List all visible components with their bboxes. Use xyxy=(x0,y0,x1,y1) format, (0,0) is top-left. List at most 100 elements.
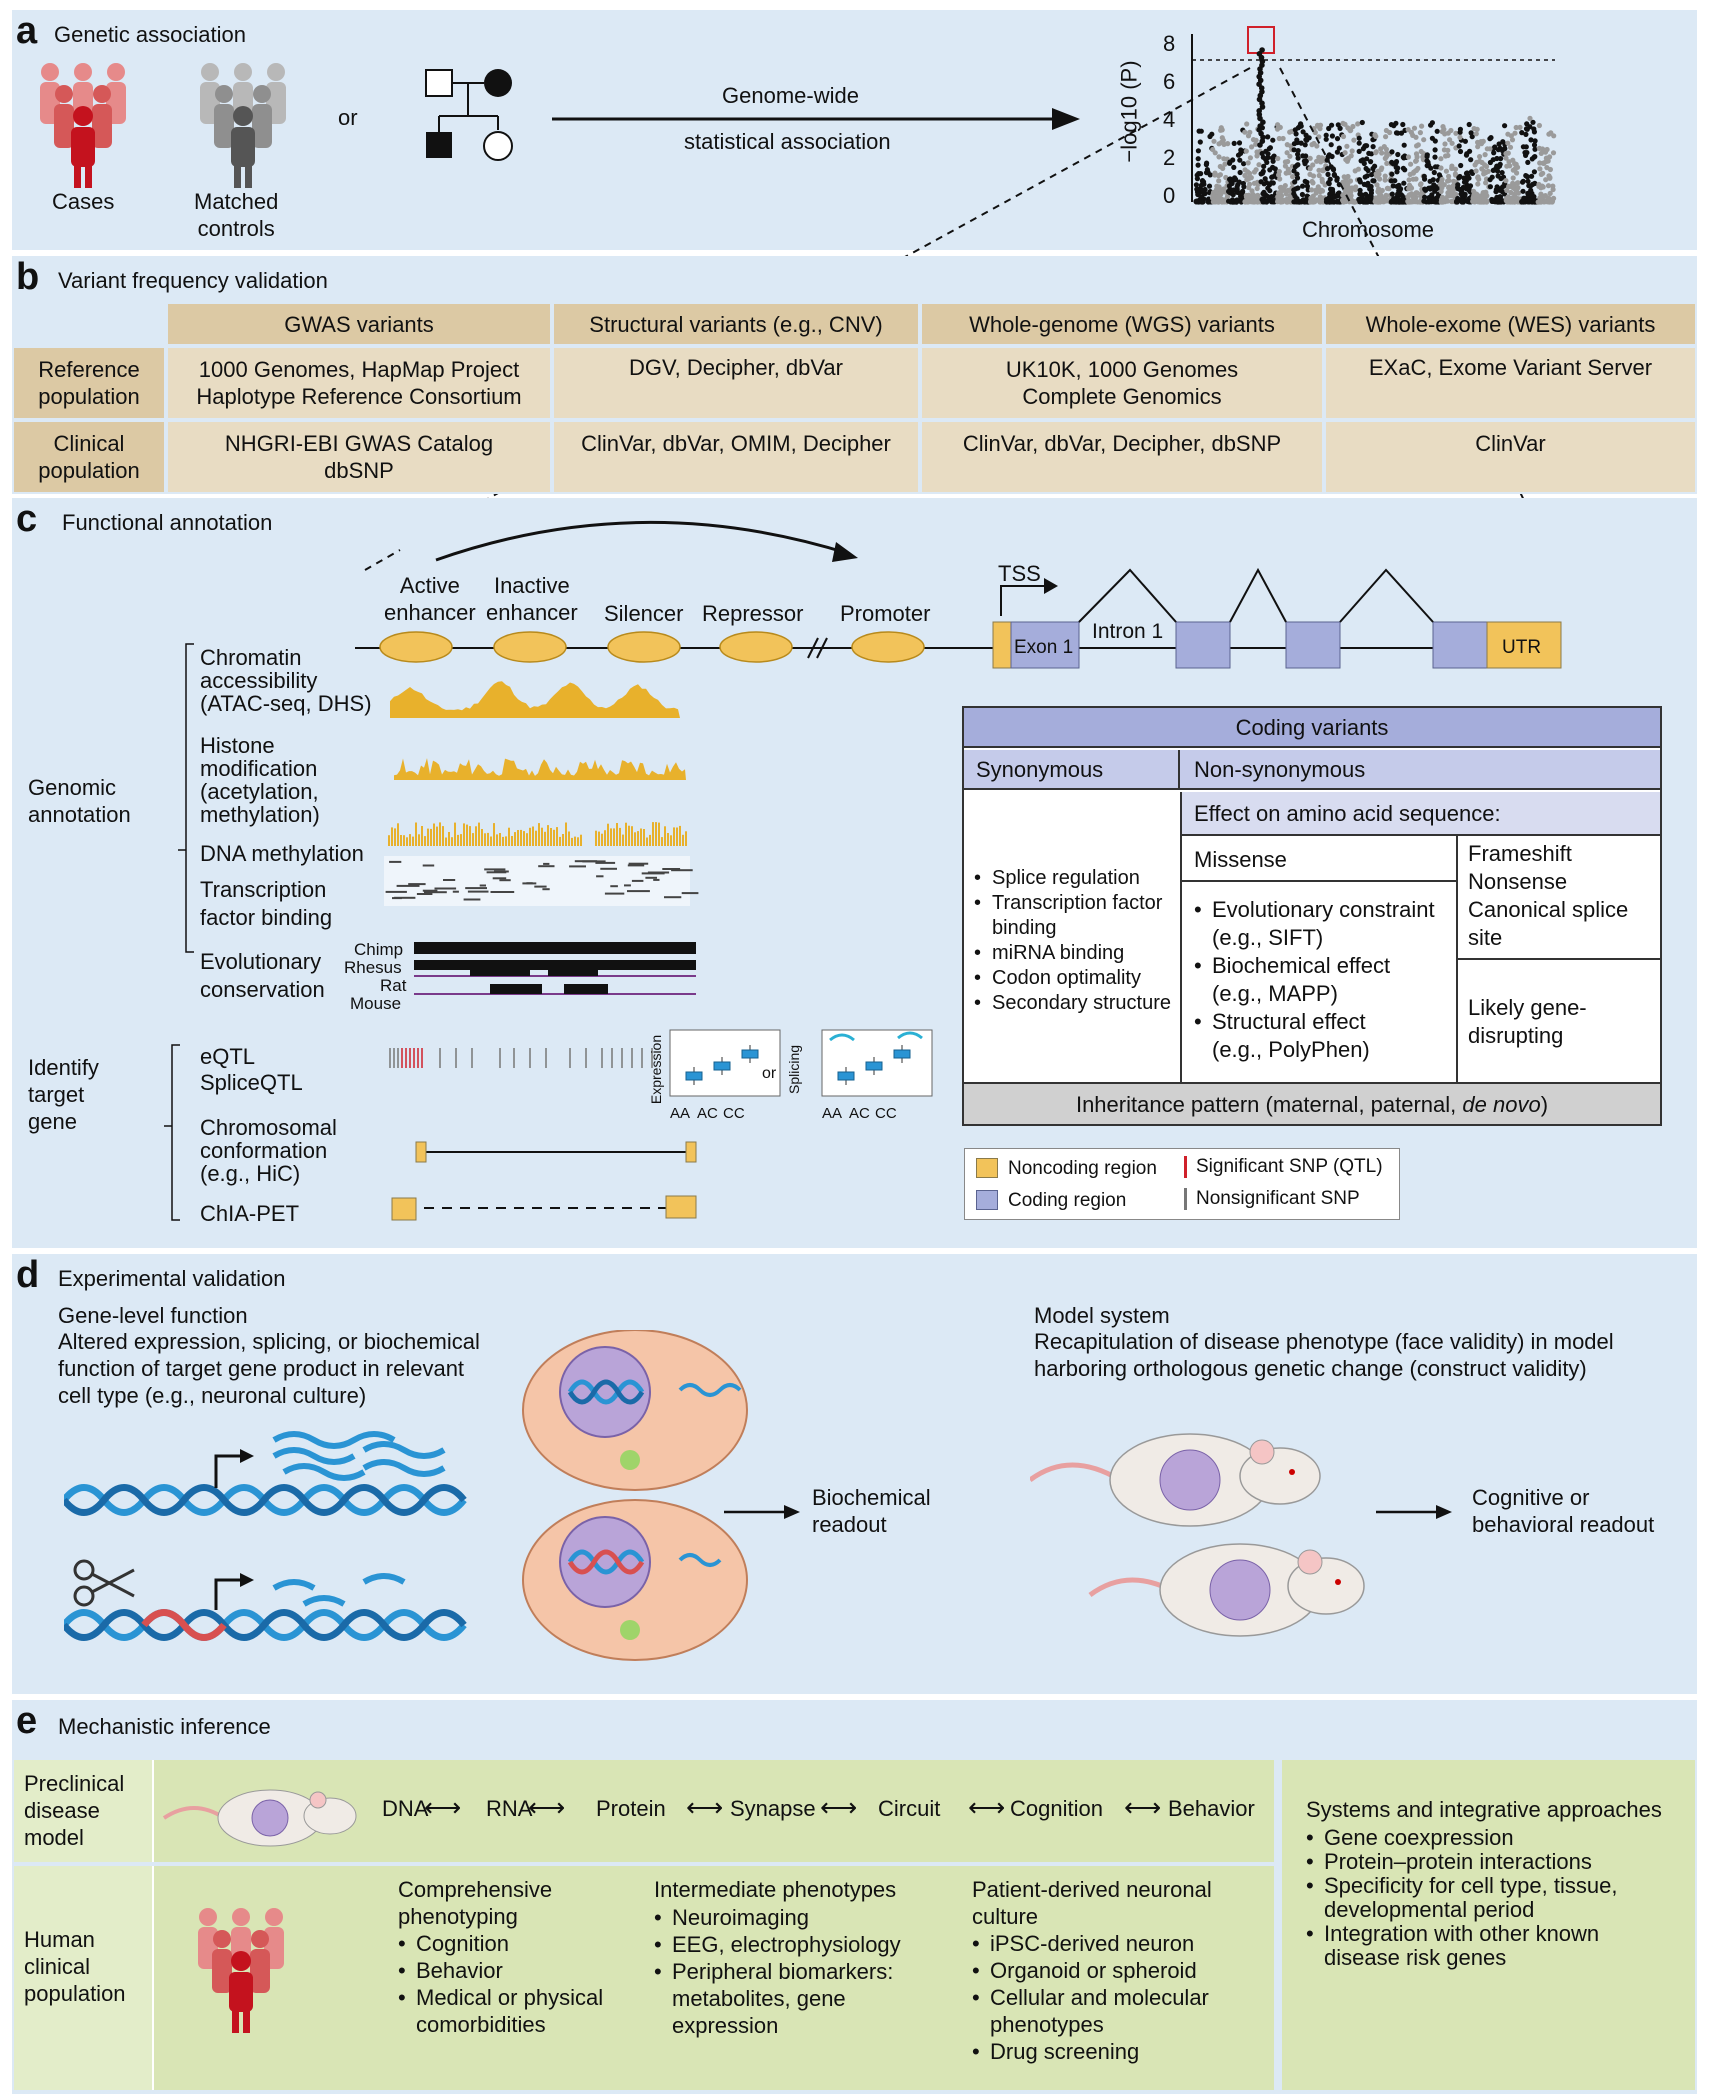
manhattan-point xyxy=(1487,146,1493,152)
manhattan-point xyxy=(1388,122,1394,128)
manhattan-point xyxy=(1490,167,1496,173)
b-ref-gwas: 1000 Genomes, HapMap Project Haplotype R… xyxy=(168,348,550,418)
manhattan-point xyxy=(1211,138,1217,144)
manhattan-point xyxy=(1538,194,1544,200)
manhattan-point xyxy=(1212,170,1218,176)
b-ref-wes: EXaC, Exome Variant Server xyxy=(1326,348,1695,418)
preclinical-label: Preclinical disease model xyxy=(24,1770,124,1851)
manhattan-point xyxy=(1309,178,1315,185)
col3-title: Patient-derived neuronal culture xyxy=(972,1876,1212,1930)
controls-line2: controls xyxy=(197,216,275,241)
list-item: Cellular and molecular phenotypes xyxy=(972,1984,1232,2038)
manhattan-point xyxy=(1478,139,1484,145)
col1-list: CognitionBehaviorMedical or physical com… xyxy=(398,1930,638,2038)
manhattan-point xyxy=(1442,141,1448,147)
manhattan-point xyxy=(1204,167,1210,173)
manhattan-point xyxy=(1459,197,1465,203)
manhattan-point xyxy=(1453,130,1459,136)
methylation-bar xyxy=(484,833,486,846)
manhattan-point xyxy=(1510,157,1516,163)
b-ref-wgs: UK10K, 1000 Genomes Complete Genomics xyxy=(922,348,1322,418)
manhattan-point xyxy=(1265,134,1271,140)
chiapet-anchor xyxy=(665,1195,697,1219)
methylation-bar xyxy=(460,834,462,846)
manhattan-point xyxy=(1543,177,1549,183)
manhattan-point xyxy=(1193,182,1199,188)
fs-l1: Frameshift xyxy=(1468,841,1572,866)
ga-l2: annotation xyxy=(28,802,131,827)
methylation-bar xyxy=(631,826,633,846)
br-l1: Biochemical xyxy=(812,1485,931,1510)
manhattan-point xyxy=(1302,178,1308,184)
methylation-bar xyxy=(502,836,504,846)
evo-l2: conservation xyxy=(200,977,325,1002)
his-l3: (acetylation, xyxy=(200,779,319,804)
hu-l3: population xyxy=(24,1981,126,2006)
manhattan-point xyxy=(1519,130,1525,136)
manhattan-point xyxy=(1421,137,1427,143)
manhattan-point xyxy=(1261,181,1267,187)
manhattan-peak-point xyxy=(1259,47,1265,53)
ga-l1: Genomic xyxy=(28,775,117,800)
manhattan-point xyxy=(1389,191,1395,197)
b-col-header-gwas: GWAS variants xyxy=(168,304,550,344)
legend-coding-swatch xyxy=(976,1190,998,1210)
manhattan-point xyxy=(1237,190,1243,196)
tf-peak xyxy=(490,891,515,893)
manhattan-point xyxy=(1400,121,1406,128)
manhattan-point xyxy=(1520,188,1526,194)
coding-effect: Effect on amino acid sequence: xyxy=(1180,792,1660,836)
conservation-block xyxy=(548,966,598,976)
element-inactive-enhancer: Inactive enhancer xyxy=(486,572,578,626)
manhattan-point xyxy=(1286,170,1292,176)
panel-c-letter: c xyxy=(16,498,38,540)
species-rat: Rat xyxy=(380,976,407,995)
coding-non-synonymous: Non-synonymous xyxy=(1180,750,1660,790)
methylation-bar xyxy=(637,831,639,846)
manhattan-point xyxy=(1336,145,1342,151)
methylation-bar xyxy=(604,830,606,846)
manhattan-point xyxy=(1526,197,1533,203)
clin-line1: Clinical xyxy=(53,431,125,456)
methylation-bar xyxy=(505,836,507,846)
cognitive-readout: Cognitive or behavioral readout xyxy=(1472,1484,1654,1538)
manhattan-point xyxy=(1431,198,1437,205)
manhattan-point xyxy=(1418,148,1424,155)
list-item: Secondary structure xyxy=(974,991,1174,1016)
methylation-bar xyxy=(577,837,579,846)
methylation-bar xyxy=(517,830,519,846)
methylation-bar xyxy=(664,826,666,846)
manhattan-point xyxy=(1480,192,1486,198)
fs-l4: site xyxy=(1468,925,1503,950)
manhattan-point xyxy=(1406,198,1412,204)
b-clin-gwas: NHGRI-EBI GWAS Catalog dbSNP xyxy=(168,422,550,492)
manhattan-point xyxy=(1422,186,1428,192)
tf-peak xyxy=(624,884,631,887)
methylation-bar xyxy=(643,829,645,846)
manhattan-point xyxy=(1329,153,1335,160)
tss-label: TSS xyxy=(998,561,1041,586)
manhattan-point xyxy=(1421,173,1427,179)
manhattan-point xyxy=(1432,147,1438,153)
cases-people-icon xyxy=(40,63,126,188)
c3t-l1: Patient-derived neuronal xyxy=(972,1877,1212,1902)
manhattan-point xyxy=(1424,153,1430,160)
manhattan-point xyxy=(1439,185,1445,191)
manhattan-point xyxy=(1292,179,1298,185)
col2-list: NeuroimagingEEG, electrophysiologyPeriph… xyxy=(654,1904,914,2039)
tf-peak xyxy=(542,888,550,891)
manhattan-point xyxy=(1389,149,1395,155)
controls-people-icon xyxy=(200,63,286,188)
manhattan-point xyxy=(1247,181,1253,187)
manhattan-point xyxy=(1417,130,1423,136)
model-system-desc: Recapitulation of disease phenotype (fac… xyxy=(1034,1328,1614,1382)
tf-peak xyxy=(681,892,699,895)
manhattan-point xyxy=(1334,198,1340,204)
dna-helix-illustration xyxy=(64,1431,467,1641)
cr-l1: Cognitive or xyxy=(1472,1485,1590,1510)
tf-peak xyxy=(424,891,447,894)
manhattan-point xyxy=(1253,141,1259,147)
manhattan-point xyxy=(1440,199,1446,205)
manhattan-point xyxy=(1214,183,1220,189)
manhattan-point xyxy=(1363,198,1369,204)
